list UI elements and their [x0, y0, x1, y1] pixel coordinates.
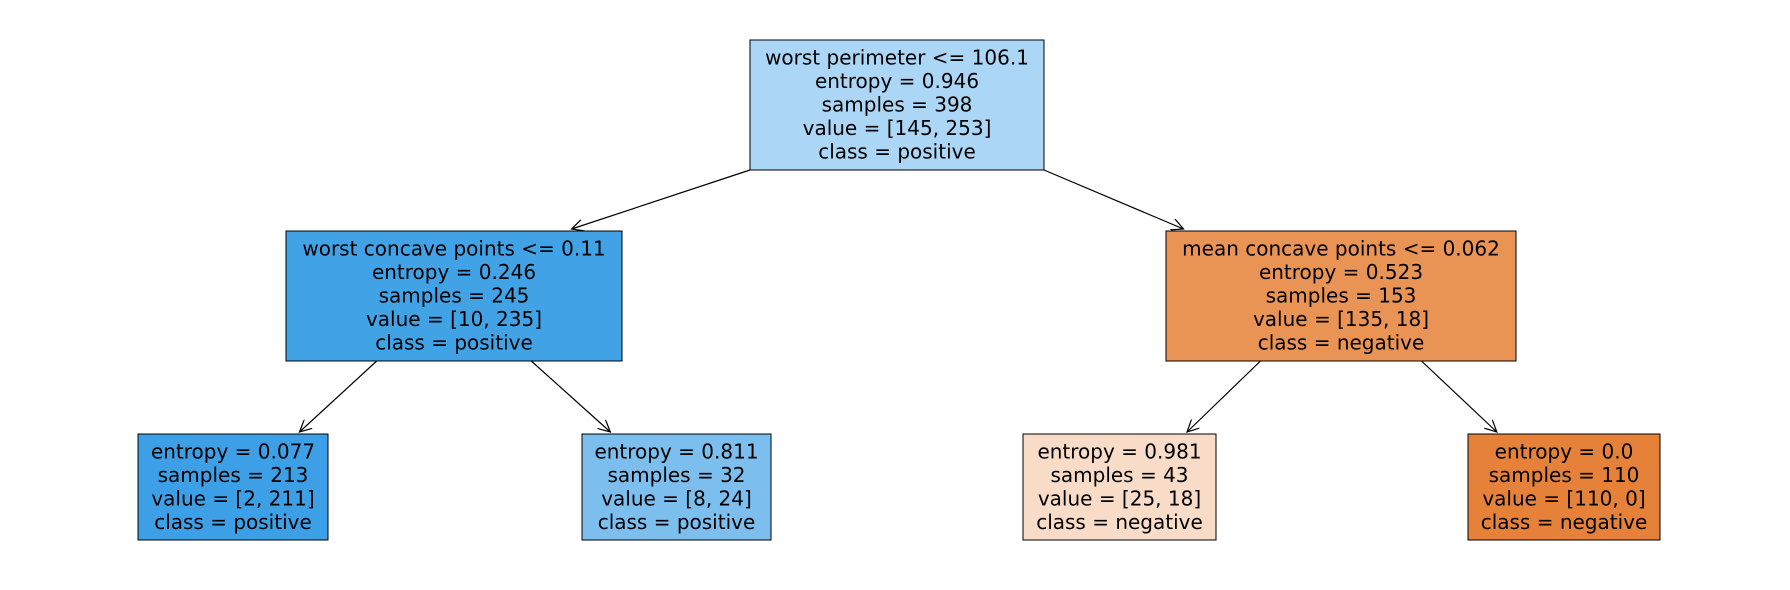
tree-node-line: class = positive — [375, 331, 533, 355]
tree-node-line: class = negative — [1036, 510, 1203, 534]
tree-node-line: samples = 32 — [607, 463, 745, 487]
tree-node-line: worst perimeter <= 106.1 — [765, 46, 1029, 70]
tree-node-box — [581, 433, 772, 541]
tree-node-line: samples = 245 — [379, 284, 530, 308]
tree-edge-right-to-right-left — [1187, 360, 1261, 432]
tree-node-line: mean concave points <= 0.062 — [1182, 237, 1500, 261]
tree-node-line: value = [135, 18] — [1253, 307, 1429, 331]
tree-edge-left-to-left-right — [530, 360, 610, 432]
tree-node-box — [749, 39, 1045, 171]
tree-node-line: entropy = 0.946 — [815, 69, 979, 93]
tree-node-box — [137, 433, 329, 541]
tree-node-line: value = [25, 18] — [1038, 486, 1201, 510]
tree-node-line: value = [8, 24] — [601, 486, 752, 510]
tree-node-line: class = positive — [598, 510, 756, 534]
tree-node-line: class = negative — [1258, 331, 1425, 355]
tree-edge-right-to-right-right — [1421, 360, 1497, 432]
tree-node-line: value = [110, 0] — [1482, 486, 1645, 510]
tree-node-line: class = positive — [818, 140, 976, 164]
tree-node-line: entropy = 0.077 — [151, 439, 315, 463]
tree-node-line: samples = 398 — [822, 93, 973, 117]
tree-node-line: entropy = 0.0 — [1495, 439, 1634, 463]
tree-edge-root-to-right — [1043, 169, 1184, 229]
tree-node-line: samples = 43 — [1050, 463, 1188, 487]
tree-node-line: entropy = 0.246 — [372, 260, 536, 284]
tree-edge-left-to-left-left — [300, 360, 378, 432]
tree-node-line: value = [145, 253] — [803, 116, 992, 140]
tree-node-line: samples = 153 — [1266, 284, 1417, 308]
tree-node-box — [1022, 433, 1217, 541]
tree-node-line: value = [2, 211] — [151, 486, 314, 510]
tree-node-line: entropy = 0.523 — [1259, 260, 1423, 284]
tree-edges — [300, 169, 1497, 432]
tree-node-box — [285, 230, 623, 362]
tree-node-line: value = [10, 235] — [366, 307, 542, 331]
tree-edge-root-to-left — [572, 169, 751, 229]
tree-node-box — [1467, 433, 1661, 541]
tree-node-line: samples = 213 — [158, 463, 309, 487]
tree-node-line: class = positive — [154, 510, 312, 534]
tree-node-line: worst concave points <= 0.11 — [302, 237, 605, 261]
tree-node-line: entropy = 0.811 — [594, 439, 758, 463]
tree-node-line: samples = 110 — [1489, 463, 1640, 487]
tree-node-box — [1165, 230, 1517, 362]
tree-node-line: entropy = 0.981 — [1037, 439, 1201, 463]
tree-node-line: class = negative — [1481, 510, 1648, 534]
